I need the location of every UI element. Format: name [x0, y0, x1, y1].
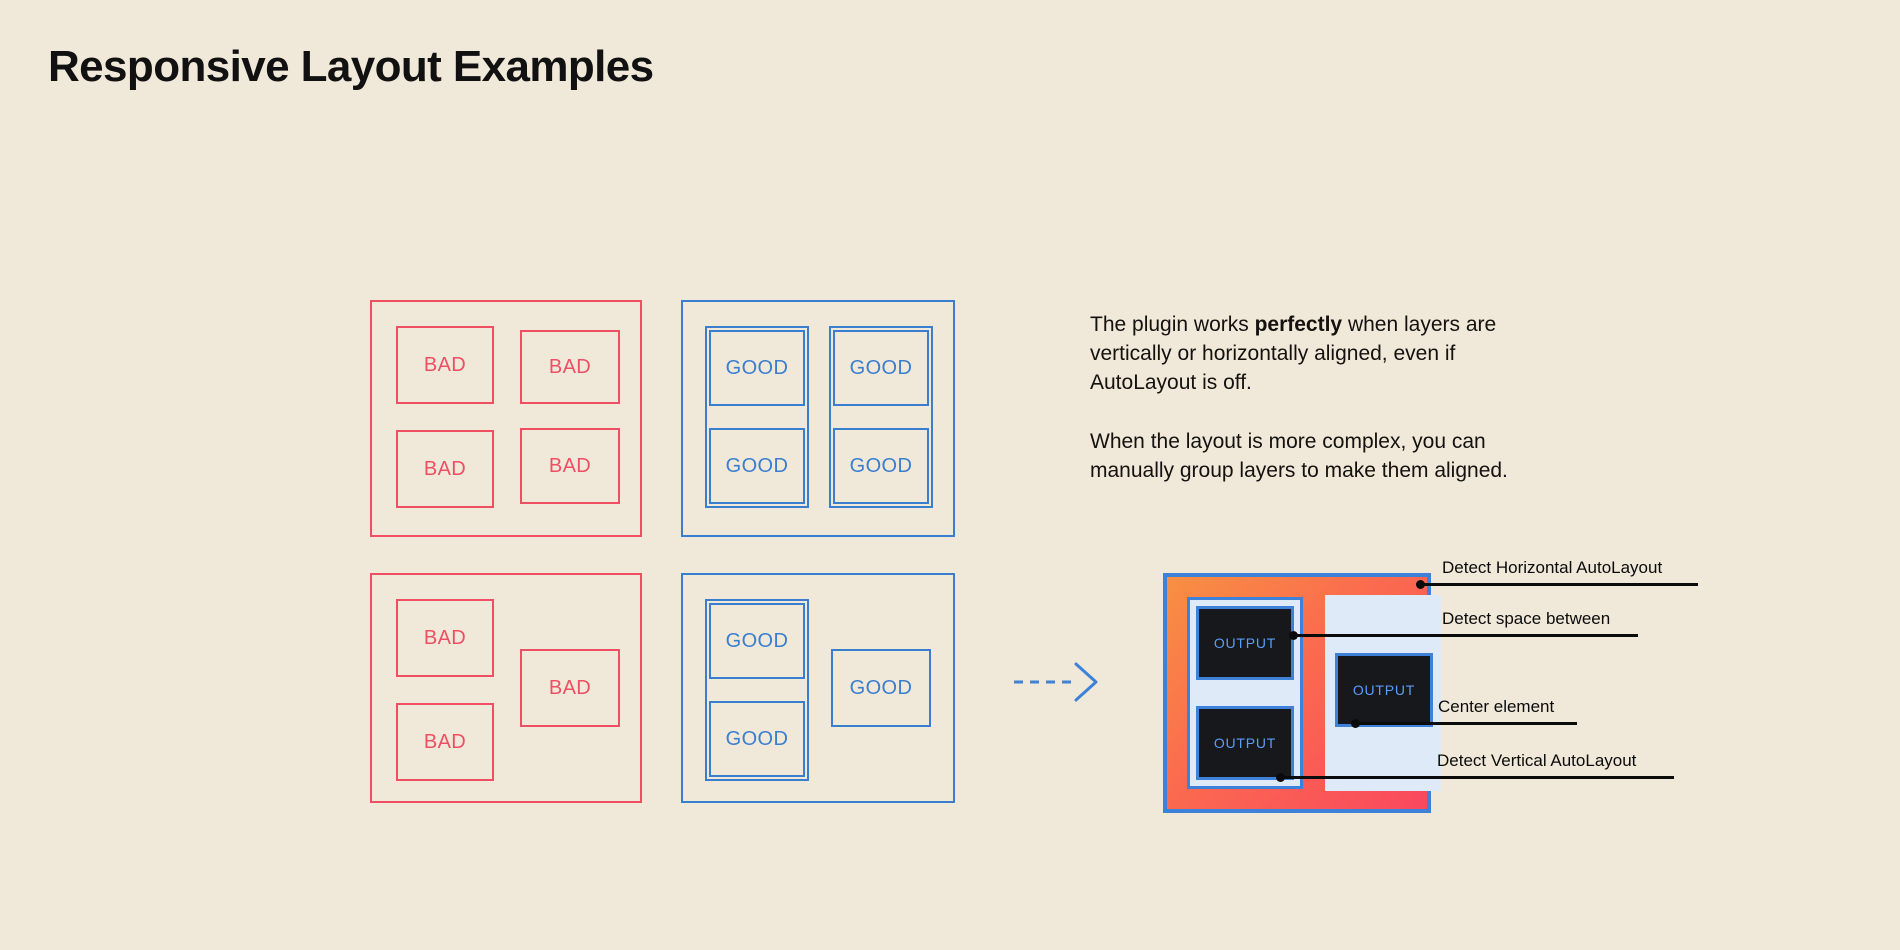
callout-line [1280, 776, 1674, 779]
cell-good: GOOD [833, 428, 929, 504]
paragraph-1-before: The plugin works [1090, 313, 1255, 336]
cell-bad: BAD [396, 599, 494, 677]
example-good-complex: GOOD GOOD GOOD [681, 573, 955, 803]
callout-label: Detect Vertical AutoLayout [1437, 751, 1637, 770]
paragraph-1: The plugin works perfectly when layers a… [1090, 310, 1560, 397]
cell-good: GOOD [831, 649, 931, 727]
cell-bad: BAD [396, 326, 494, 404]
cell-bad: BAD [396, 703, 494, 781]
cell-label: BAD [548, 676, 592, 699]
group-wrapper-left: GOOD GOOD [705, 326, 809, 508]
example-bad-grid: BAD BAD BAD BAD [370, 300, 642, 537]
group-wrapper-left: GOOD GOOD [705, 599, 809, 781]
transition-arrow-icon [1014, 662, 1098, 702]
callout-dot [1351, 719, 1360, 728]
group-wrapper-right: GOOD GOOD [829, 326, 933, 508]
paragraph-2: When the layout is more complex, you can… [1090, 430, 1508, 482]
callout-label: Detect Horizontal AutoLayout [1442, 558, 1663, 577]
callout-label: Detect space between [1442, 609, 1611, 628]
output-label: OUTPUT [1213, 735, 1277, 751]
callout-line [1293, 634, 1638, 637]
example-good-grid: GOOD GOOD GOOD GOOD [681, 300, 955, 537]
cell-good: GOOD [709, 603, 805, 679]
cell-label: BAD [548, 454, 592, 477]
page-title: Responsive Layout Examples [48, 42, 654, 91]
paragraph-1-after: when layers are vertically or horizontal… [1090, 313, 1497, 394]
cell-good: GOOD [709, 428, 805, 504]
centered-element-pane: OUTPUT [1325, 595, 1441, 791]
callout-dot [1416, 580, 1425, 589]
output-box: OUTPUT [1196, 706, 1294, 780]
cell-good: GOOD [709, 701, 805, 777]
callout-label: Center element [1438, 697, 1555, 716]
cell-label: BAD [423, 457, 467, 480]
cell-label: GOOD [849, 356, 913, 379]
cell-label: BAD [423, 353, 467, 376]
output-label: OUTPUT [1352, 682, 1416, 698]
cell-label: GOOD [849, 676, 913, 699]
callout-dot [1276, 773, 1285, 782]
cell-bad: BAD [520, 428, 620, 504]
callout-line [1420, 583, 1698, 586]
output-label: OUTPUT [1213, 635, 1277, 651]
cell-label: GOOD [725, 629, 789, 652]
cell-label: GOOD [849, 454, 913, 477]
cell-good: GOOD [709, 330, 805, 406]
cell-label: BAD [423, 626, 467, 649]
detection-diagram: OUTPUT OUTPUT OUTPUT [1163, 573, 1441, 813]
detected-vertical-group: OUTPUT OUTPUT [1187, 597, 1303, 789]
cell-label: GOOD [725, 356, 789, 379]
cell-bad: BAD [396, 430, 494, 508]
callout-line [1355, 722, 1577, 725]
cell-label: GOOD [725, 454, 789, 477]
description-copy: The plugin works perfectly when layers a… [1090, 310, 1560, 485]
paragraph-1-bold: perfectly [1254, 313, 1343, 336]
output-box: OUTPUT [1196, 606, 1294, 680]
cell-bad: BAD [520, 330, 620, 404]
cell-label: BAD [548, 355, 592, 378]
cell-label: BAD [423, 730, 467, 753]
cell-label: GOOD [725, 727, 789, 750]
example-bad-complex: BAD BAD BAD [370, 573, 642, 803]
cell-good: GOOD [833, 330, 929, 406]
callout-dot [1289, 631, 1298, 640]
cell-bad: BAD [520, 649, 620, 727]
output-box: OUTPUT [1335, 653, 1433, 727]
